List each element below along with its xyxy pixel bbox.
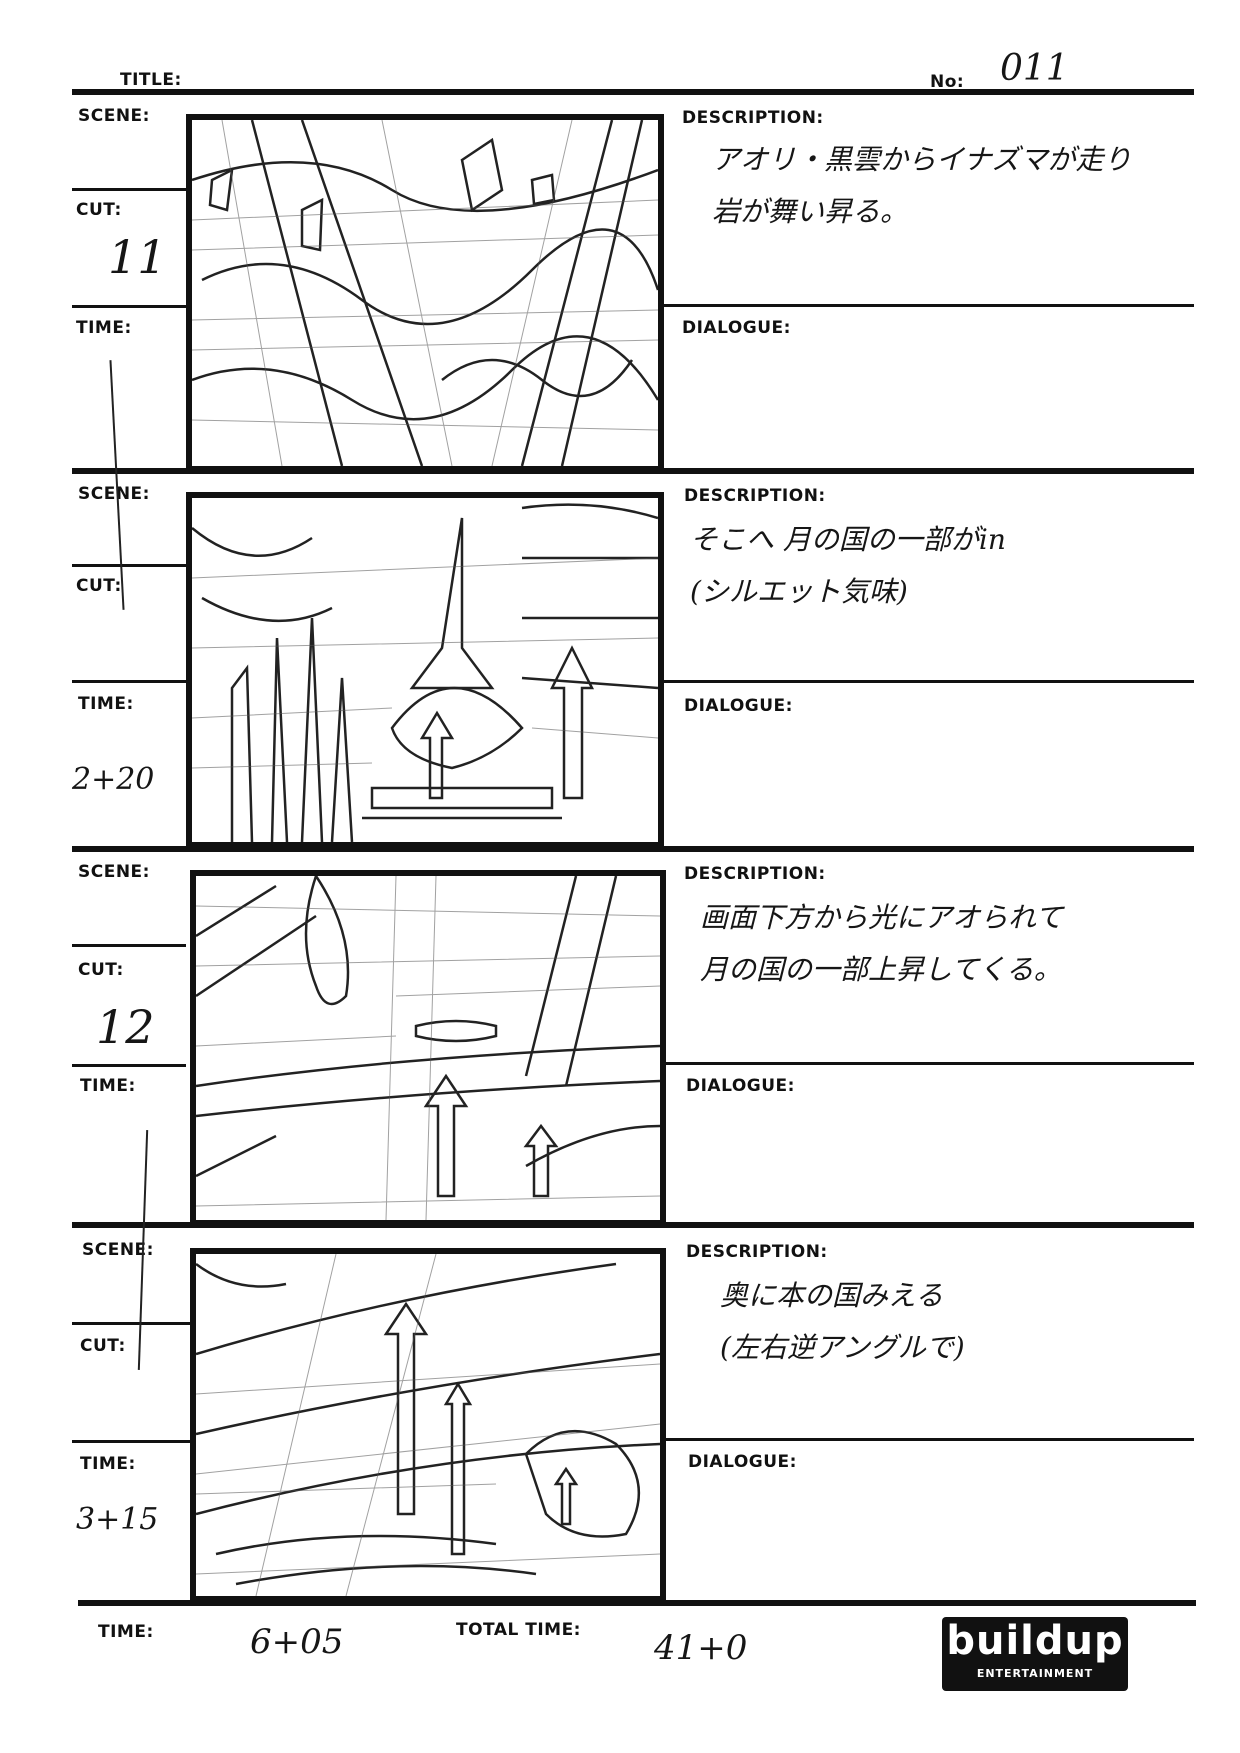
footer-time-value: 6+05 — [250, 1622, 344, 1662]
description-divider — [664, 680, 1194, 683]
cut-label: CUT: — [76, 576, 122, 596]
row-separator — [72, 846, 1194, 852]
time-label: TIME: — [76, 318, 132, 338]
scene-label: SCENE: — [78, 484, 150, 504]
description-divider — [666, 1438, 1194, 1441]
cut-divider — [72, 1064, 186, 1067]
storyboard-frame-3 — [190, 870, 666, 1226]
description-text: 奥に本の国みえる (左右逆アングルで) — [720, 1279, 965, 1364]
cut-value: 12 — [96, 1000, 155, 1054]
dialogue-label: DIALOGUE: — [688, 1452, 797, 1472]
buildup-logo: buildup ENTERTAINMENT — [942, 1617, 1128, 1691]
cut-value: 11 — [108, 230, 167, 284]
scene-label: SCENE: — [78, 862, 150, 882]
description-text: 画面下方から光にアオられて 月の国の一部上昇してくる。 — [700, 901, 1064, 986]
description-text: そこへ 月の国の一部がin (シルエット気味) — [690, 523, 1006, 608]
dialogue-label: DIALOGUE: — [684, 696, 793, 716]
cut-divider — [72, 1440, 190, 1443]
row-separator — [72, 1222, 1194, 1228]
description-label: DESCRIPTION: — [684, 486, 826, 506]
time-value: 3+15 — [76, 1502, 159, 1537]
scene-label: SCENE: — [82, 1240, 154, 1260]
description-text: アオリ・黒雲からイナズマが走り 岩が舞い昇る。 — [712, 143, 1132, 228]
footer-rule — [78, 1600, 1196, 1606]
footer-time-label: TIME: — [98, 1622, 154, 1642]
time-label: TIME: — [78, 694, 134, 714]
cut-label: CUT: — [78, 960, 124, 980]
scene-divider — [72, 564, 186, 567]
dialogue-label: DIALOGUE: — [686, 1076, 795, 1096]
row-separator — [72, 468, 1194, 474]
frame-sketch-4 — [196, 1254, 660, 1596]
cut-divider — [72, 305, 186, 308]
storyboard-frame-2 — [186, 492, 664, 848]
frame-sketch-2 — [192, 503, 658, 842]
title-label: TITLE: — [120, 70, 182, 90]
storyboard-frame-4 — [190, 1248, 666, 1602]
time-label: TIME: — [80, 1454, 136, 1474]
description-label: DESCRIPTION: — [686, 1242, 828, 1262]
description-divider — [664, 304, 1194, 307]
dialogue-label: DIALOGUE: — [682, 318, 791, 338]
time-label: TIME: — [80, 1076, 136, 1096]
scene-divider — [72, 188, 186, 191]
description-label: DESCRIPTION: — [682, 108, 824, 128]
time-value: 2+20 — [72, 762, 155, 797]
cut-divider — [72, 680, 186, 683]
scene-divider — [72, 944, 186, 947]
logo-subtitle: ENTERTAINMENT — [976, 1667, 1094, 1680]
frame-sketch-3 — [196, 876, 660, 1220]
header-rule — [72, 89, 1194, 95]
number-label: No: — [930, 72, 965, 92]
description-divider — [664, 1062, 1194, 1065]
total-time-value: 41+0 — [654, 1628, 748, 1668]
number-value: 011 — [1000, 48, 1069, 89]
storyboard-frame-1 — [186, 114, 664, 472]
scene-label: SCENE: — [78, 106, 150, 126]
frame-sketch-1 — [192, 120, 658, 466]
cut-label: CUT: — [80, 1336, 126, 1356]
scene-divider — [72, 1322, 190, 1325]
description-label: DESCRIPTION: — [684, 864, 826, 884]
total-time-label: TOTAL TIME: — [456, 1620, 581, 1640]
cut-label: CUT: — [76, 200, 122, 220]
logo-wordmark: buildup — [946, 1618, 1124, 1664]
